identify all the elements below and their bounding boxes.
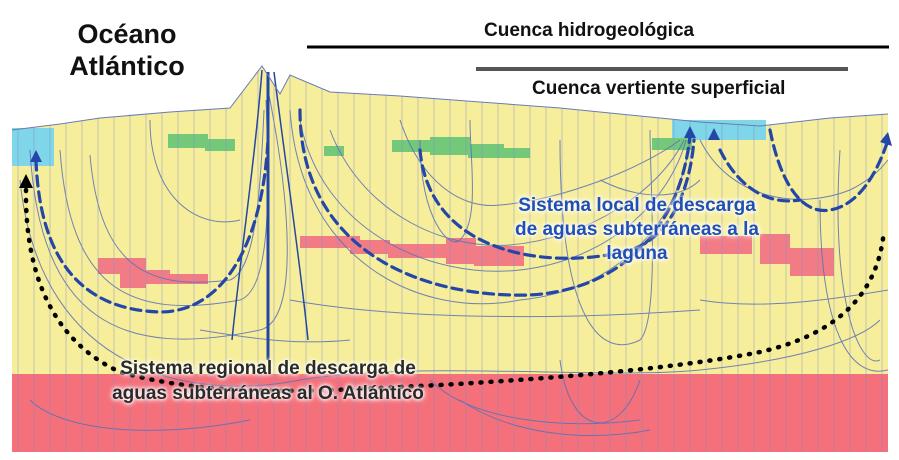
local-discharge-label: Sistema local de descarga de aguas subte… [488,194,786,266]
central-discharge [231,69,309,360]
flow-net [19,89,888,437]
ocean-title-line1: Océano [77,19,177,49]
local-label-line2: de aguas subterráneas a la [515,219,759,240]
regional-label-line2: aguas subterráneas al O. Atlántico [112,383,424,404]
local-flow-arrows [30,126,892,162]
ocean-title: Océano Atlántico [54,18,200,82]
local-label-line1: Sistema local de descarga [518,195,756,216]
hydro-basin-label: Cuenca hidrogeológica [484,20,695,41]
regional-flow-path [23,187,887,394]
ocean-title-line2: Atlántico [69,51,185,81]
local-flow-paths [34,108,890,314]
local-label-line3: laguna [606,243,668,264]
regional-discharge-label: Sistema regional de descarga de aguas su… [68,356,468,406]
regional-label-line1: Sistema regional de descarga de [120,358,416,379]
surface-basin-label: Cuenca vertiente superficial [532,78,786,99]
surface-outline [11,65,889,131]
regional-flow-arrow [19,174,33,188]
